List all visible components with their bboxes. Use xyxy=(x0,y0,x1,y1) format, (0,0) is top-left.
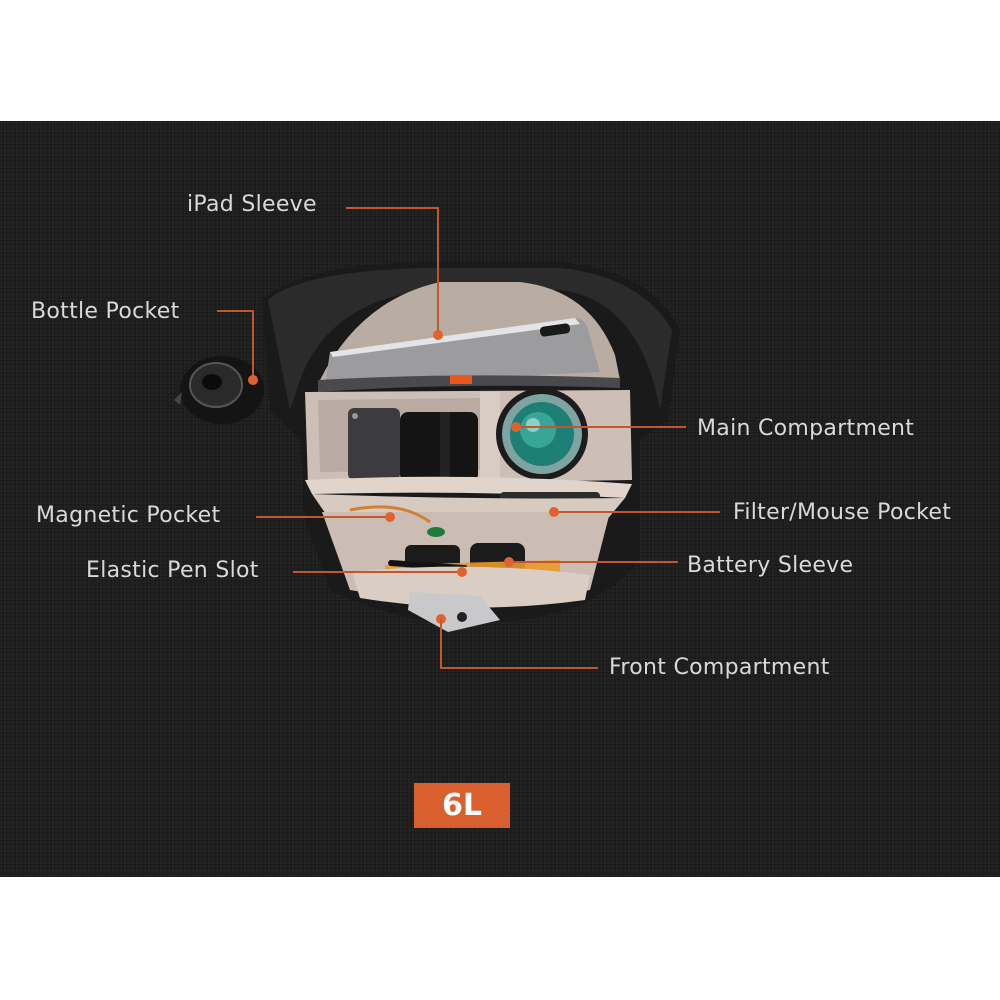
dot-elastic-pen-slot xyxy=(457,567,467,577)
label-front-compartment: Front Compartment xyxy=(609,655,830,680)
dot-magnetic-pocket xyxy=(385,512,395,522)
water-bottle xyxy=(174,356,264,424)
label-ipad-sleeve: iPad Sleeve xyxy=(187,192,317,217)
leader-main-compartment xyxy=(516,426,686,428)
leader-ipad-sleeve-h xyxy=(346,207,438,209)
label-filter-mouse-pocket: Filter/Mouse Pocket xyxy=(733,500,952,525)
leader-magnetic-pocket xyxy=(256,516,390,518)
leader-front-compartment-h xyxy=(440,667,598,669)
leader-ipad-sleeve-v xyxy=(437,207,439,335)
leader-filter-mouse-pocket xyxy=(554,511,720,513)
dot-bottle-pocket xyxy=(248,375,258,385)
leader-bottle-pocket-v xyxy=(252,310,254,380)
dot-main-compartment xyxy=(511,422,521,432)
label-magnetic-pocket: Magnetic Pocket xyxy=(36,503,221,528)
leader-battery-sleeve xyxy=(509,561,678,563)
label-main-compartment: Main Compartment xyxy=(697,416,915,441)
label-elastic-pen-slot: Elastic Pen Slot xyxy=(86,558,259,583)
leader-bottle-pocket-h xyxy=(217,310,254,312)
leader-elastic-pen-slot xyxy=(293,571,462,573)
dot-ipad-sleeve xyxy=(433,330,443,340)
label-bottle-pocket: Bottle Pocket xyxy=(31,299,180,324)
dot-filter-mouse-pocket xyxy=(549,507,559,517)
capacity-badge: 6L xyxy=(414,783,510,828)
leader-front-compartment-v xyxy=(440,619,442,668)
dot-battery-sleeve xyxy=(504,557,514,567)
label-battery-sleeve: Battery Sleeve xyxy=(687,553,854,578)
